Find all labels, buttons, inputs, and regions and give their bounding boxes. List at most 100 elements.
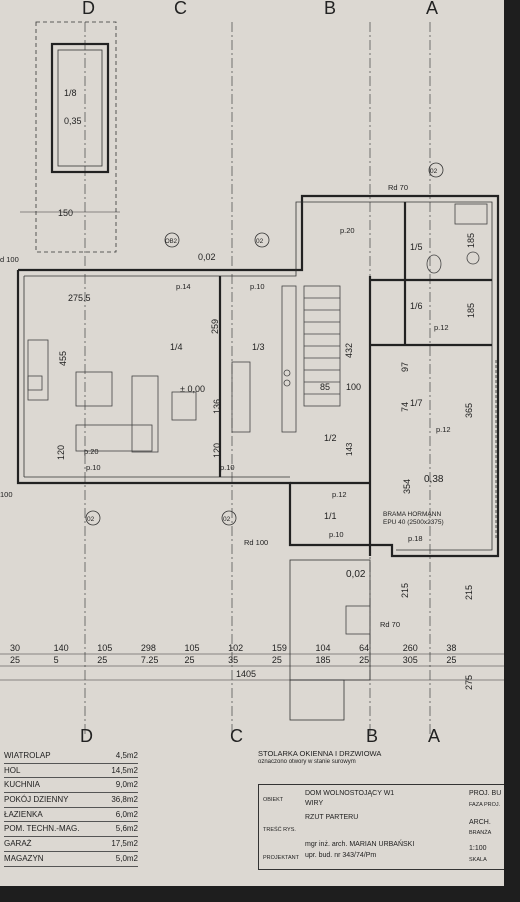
area-room-name: POM. TECHN.-MAG. — [4, 824, 80, 834]
dim-row1-value: 140 — [54, 643, 69, 653]
room-label-11: 1/1 — [324, 511, 337, 521]
floor-label: p.12 — [434, 323, 449, 332]
dim-150: 150 — [58, 208, 73, 218]
dim-row1-value: 64 — [359, 643, 369, 653]
level-main: ± 0,00 — [180, 384, 205, 394]
axis-label-b-bottom: B — [366, 726, 378, 746]
area-row: GARAŻ 17,5m2 — [4, 837, 138, 852]
area-room-name: GARAŻ — [4, 839, 32, 849]
hob-burner — [283, 379, 291, 387]
area-room-name: POKÓJ DZIENNY — [4, 795, 69, 805]
window-marker-label: 02 — [87, 516, 95, 523]
room-label-17: 1/7 — [410, 398, 423, 408]
room-label-16: 1/6 — [410, 301, 423, 311]
area-value: 17,5m2 — [111, 839, 138, 849]
stair-treads — [304, 297, 340, 395]
axis-label-c-bottom: C — [230, 726, 243, 746]
dim-row1-value: 30 — [10, 643, 20, 653]
axis-label-b: B — [324, 0, 336, 18]
axis-label-d: D — [82, 0, 95, 18]
drawing-sheet: D C B A D C B A 1/8 0,35 150 — [0, 0, 504, 886]
rd-label: 100 — [0, 490, 13, 499]
window-marker-label: OB2 — [165, 239, 178, 245]
entrance-step — [289, 679, 345, 721]
dim-text: 74 — [400, 402, 410, 412]
dim-text: 97 — [400, 362, 410, 372]
title-block: OBIEKT DOM WOLNOSTOJĄCY W1 WIRY TREŚĆ RY… — [258, 784, 504, 870]
window-marker — [85, 510, 101, 526]
dim-text: 120 — [56, 445, 66, 460]
window-marker — [221, 510, 237, 526]
room-label-18: 1/8 — [64, 88, 77, 98]
area-value: 14,5m2 — [111, 765, 138, 775]
level-magazyn: 0,35 — [64, 116, 82, 126]
dim-row2-value: 25 — [359, 655, 369, 665]
dim-text: 432 — [344, 343, 354, 358]
sofa — [131, 375, 159, 453]
window-marker — [254, 232, 270, 248]
axis-label-d-bottom: D — [80, 726, 93, 746]
dim-text: 275 — [464, 675, 474, 690]
dim-total: 1405 — [236, 669, 256, 679]
dim-text: 185 — [466, 303, 476, 318]
tresc-value: RZUT PARTERU — [305, 814, 359, 821]
rd-label: Rd 70 — [388, 183, 408, 192]
floor-label: p.12 — [436, 425, 451, 434]
toilet — [426, 254, 442, 274]
rd-label: Rd 100 — [244, 538, 268, 547]
porch-steps — [345, 605, 371, 635]
dim-row2-value: 5 — [54, 655, 59, 665]
kitchen-counter — [281, 285, 297, 433]
dim-row1-value: 298 — [141, 643, 156, 653]
house-outer-wall — [16, 194, 500, 558]
axis-label-a-bottom: A — [428, 726, 440, 746]
floor-label: p.10 — [86, 463, 101, 472]
dim-row2-value: 25 — [10, 655, 20, 665]
dim-text: 100 — [346, 382, 361, 392]
projektant-name: mgr inż. arch. MARIAN URBAŃSKI — [305, 841, 415, 848]
floor-label: p.20 — [84, 447, 99, 456]
dim-row2-value: 7.25 — [141, 655, 159, 665]
hob-burner — [283, 369, 291, 377]
dim-row1-value: 260 — [403, 643, 418, 653]
branza-label: BRANŻA — [469, 830, 492, 836]
arch-label: ARCH. — [469, 819, 491, 826]
dim-row1-value: 105 — [97, 643, 112, 653]
skala-label: SKALA — [469, 857, 487, 863]
projektant-label: PROJEKTANT — [263, 855, 299, 861]
floor-label: p.10 — [329, 530, 344, 539]
floor-label: p.10 — [250, 282, 265, 291]
floor-label: p.12 — [332, 490, 347, 499]
dim-text: 455 — [58, 351, 68, 366]
scale-value: 1:100 — [469, 845, 487, 852]
level-garage: 0,38 — [424, 474, 444, 485]
gate-size: EPU 40 (2500x2375) — [383, 519, 444, 526]
magazyn-inner — [57, 49, 103, 167]
area-row: POM. TECHN.-MAG.5,6m2 — [4, 822, 138, 838]
joinery-subtitle: oznaczono otwory w stanie surowym — [258, 759, 356, 765]
level-terrace: 0,02 — [198, 252, 216, 262]
room-label-12: 1/2 — [324, 433, 337, 443]
dim-row2-value: 25 — [446, 655, 456, 665]
dim-row1-value: 104 — [315, 643, 330, 653]
axis-label-c: C — [174, 0, 187, 18]
area-value: 9,0m2 — [115, 780, 138, 790]
rd-label: d 100 — [0, 255, 19, 264]
house-inner-wall — [24, 201, 493, 551]
dim-row2-value: 305 — [403, 655, 418, 665]
dim-text: 365 — [464, 403, 474, 418]
floor-plan: D C B A D C B A 1/8 0,35 150 — [0, 0, 504, 746]
dim-text: 120 — [212, 443, 222, 458]
dim-text: 215 — [464, 585, 474, 600]
area-room-name: ŁAZIENKA — [4, 809, 43, 819]
dim-text: 275.5 — [68, 293, 91, 303]
axis-label-a: A — [426, 0, 438, 18]
kitchen-island — [231, 361, 251, 433]
washbasin — [454, 203, 488, 225]
obiekt-value: DOM WOLNOSTOJĄCY W1 — [305, 790, 395, 797]
